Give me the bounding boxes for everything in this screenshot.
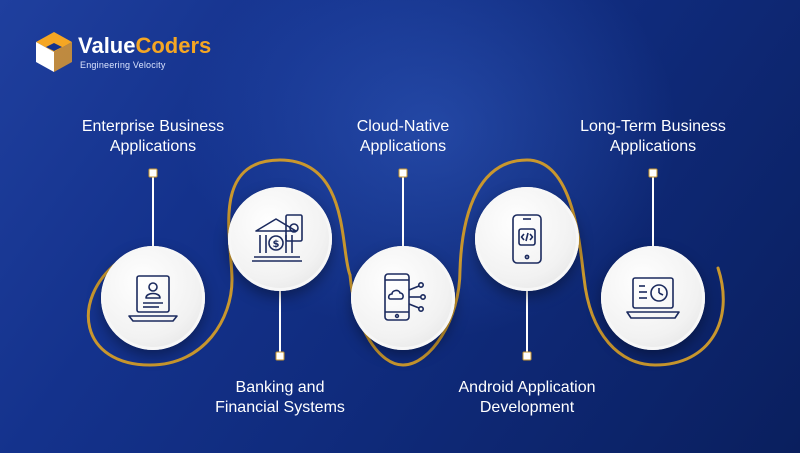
wave-segment-1 (86, 260, 234, 367)
connector-dot-4 (522, 351, 532, 361)
bank-money-icon: $ (252, 214, 303, 262)
cloud-mobile-icon (384, 273, 426, 321)
connector-dot-1 (148, 168, 158, 178)
connector-dot-3 (398, 168, 408, 178)
item-circle-banking: $ (228, 187, 332, 291)
item-circle-cloud-native (351, 246, 455, 350)
wave-segment-5 (582, 266, 725, 367)
item-circle-android (475, 187, 579, 291)
svg-text:$: $ (273, 239, 280, 250)
logo-cube-icon (36, 32, 72, 72)
brand-name: ValueCoders (78, 33, 212, 58)
connector-dot-2 (275, 351, 285, 361)
clock-laptop-icon (626, 277, 680, 319)
code-mobile-icon (512, 214, 542, 264)
item-circle-enterprise (101, 246, 205, 350)
connector-dot-5 (648, 168, 658, 178)
valuecoders-logo: ValueCoders Engineering Velocity (34, 30, 234, 76)
item-circle-long-term (601, 246, 705, 350)
brand-tagline: Engineering Velocity (80, 60, 166, 70)
resume-laptop-icon (128, 275, 178, 322)
